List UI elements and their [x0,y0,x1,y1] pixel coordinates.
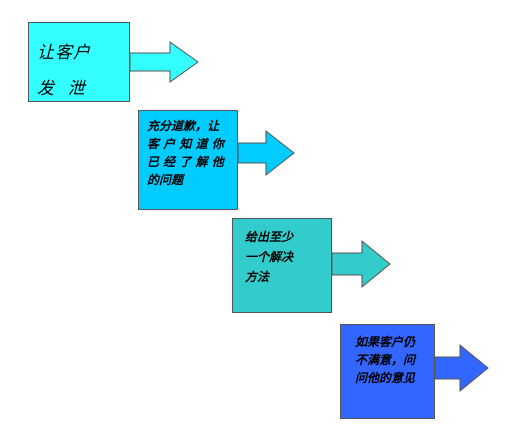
step-1-arrow [129,41,199,83]
step-4-arrow [434,343,489,393]
step-2-box: 充分道歉，让 客 户 知 道 你 已 经 了 解 他 的问题 [138,110,238,210]
step-4-line-1: 如果客户仍 [355,335,416,349]
step-1-box: 让客户 发 泄 [28,22,130,102]
step-2-arrow [237,129,295,177]
step-3-arrow [331,239,391,289]
step-4-line-3: 问他的意见 [355,371,416,385]
step-2-line-4: 的问题 [147,173,184,187]
step-4-box: 如果客户仍 不满意，问 问他的意见 [340,324,435,419]
step-3-box: 给出至少 一个解决 方法 [232,218,332,313]
step-1-line-1: 让客户 [37,43,91,63]
step-2-line-2: 客 户 知 道 你 [147,137,224,151]
step-2-line-3: 已 经 了 解 他 [147,155,224,169]
step-4-line-2: 不满意，问 [355,353,416,367]
step-3-line-1: 给出至少 [245,230,294,244]
step-2-line-1: 充分道歉，让 [147,119,220,133]
step-3-line-3: 方法 [245,270,270,284]
step-3-line-2: 一个解决 [245,250,294,264]
step-1-line-2: 发 泄 [37,79,86,99]
